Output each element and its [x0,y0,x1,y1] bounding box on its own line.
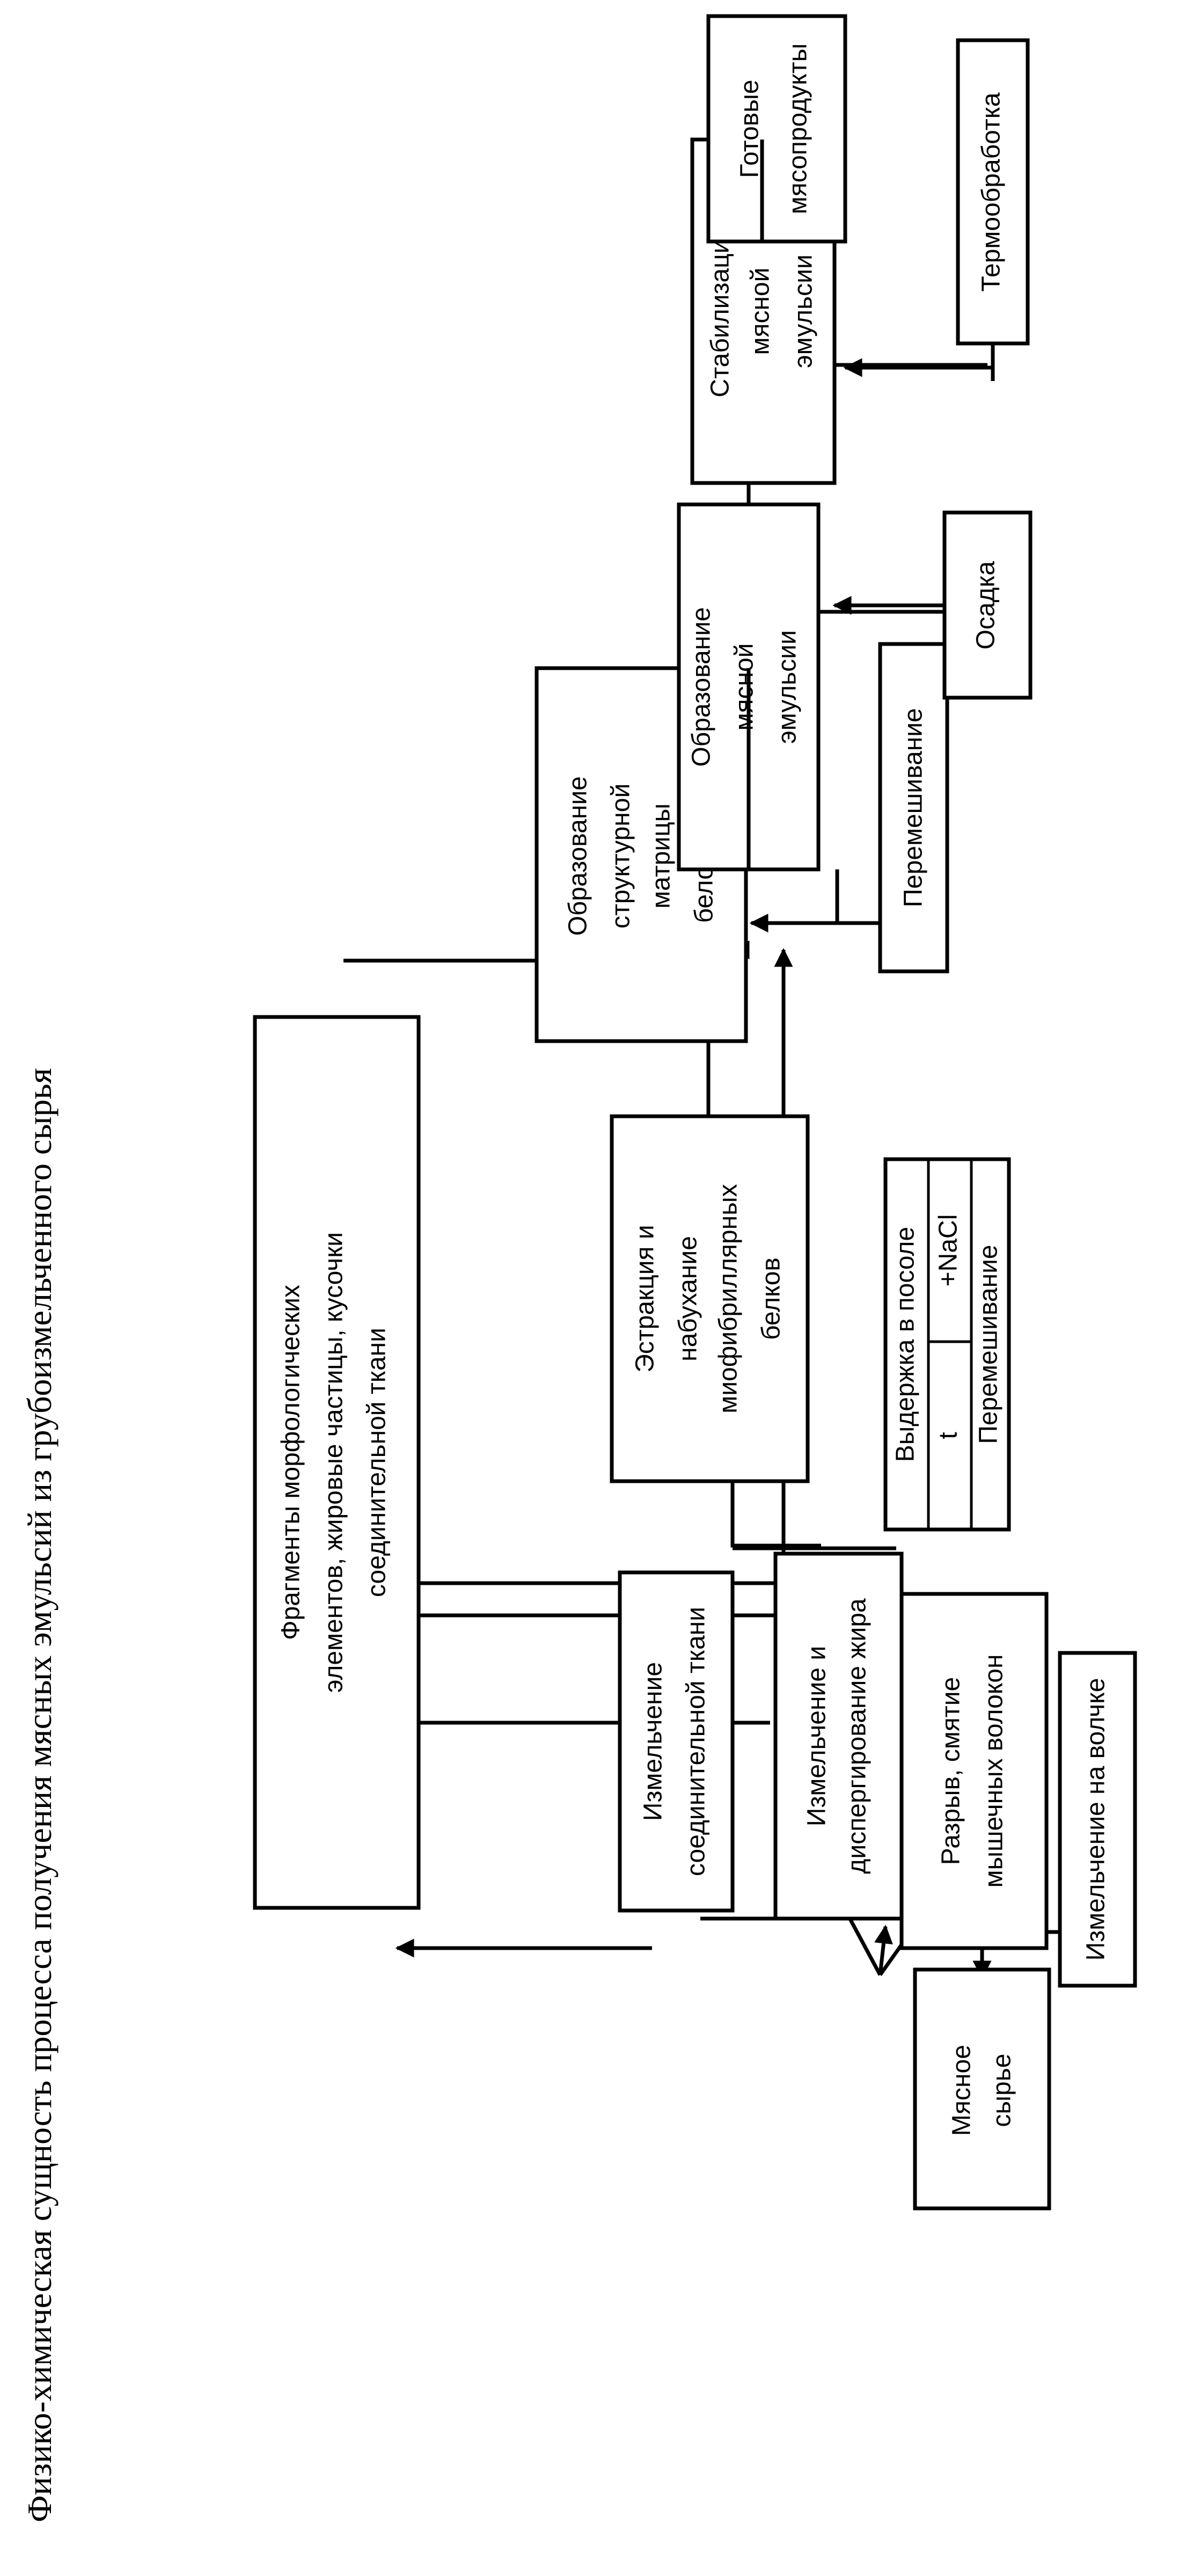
label-mixing-header: Перемешивание [975,1245,1003,1444]
label-emulsion-1: Образование [687,607,716,767]
label-fragments-3: соединительной ткани [363,1328,391,1597]
label-connective-1: Измельчение [639,1662,668,1821]
label-matrix-1: Образование [564,776,592,936]
label-fragments-1: Фрагменты морфологических [277,1285,305,1640]
label-grinding-volchok: Измельчение на волчке [1082,1678,1110,1961]
box-raw-meat: Мясное сырье [913,1967,1051,2211]
label-fiber-rupture-2: мышечных волокон [980,1654,1008,1887]
box-heat-treatment: Термообработка [956,38,1030,346]
box-finished-products: Готовые мясопродукты [706,14,847,244]
label-mixing-t: t [934,1432,963,1439]
box-mixing-table: Перемешивание t +NaCl Выдержка в посоле [883,1157,1011,1532]
label-stabilization-1: Стабилизация [706,225,735,398]
label-products-1: Готовые [736,79,764,178]
box-fat-dispersion: Измельчение и диспергирование жира [773,1552,904,1921]
label-stabilization-2: мясной [746,267,775,355]
label-products-2: мясопродукты [784,43,812,215]
arrow-raw-to-fat [874,1924,893,1975]
box-fragments: Фрагменты морфологических элементов, жир… [253,1015,421,1910]
label-extraction-3: миофибриллярных [714,1184,743,1414]
label-emulsion-3: эмульсии [773,630,802,744]
label-emulsion-2: мясной [730,643,759,730]
label-extraction-4: белков [757,1257,786,1340]
label-extraction-1: Эстракция и [631,1225,660,1372]
box-grinding-volchok: Измельчение на волчке [1058,1651,1137,1988]
label-mixing-nacl: +NaCl [934,1214,963,1287]
label-heat-treatment: Термообработка [977,92,1006,291]
box-fiber-rupture: Разрыв, смятие мышечных волокон [899,1592,1049,1950]
label-fragments-2: элементов, жировые частицы, кусочки [320,1232,348,1693]
diagram-title: Физико-химическая сущность процесса полу… [20,1068,58,2522]
label-fiber-rupture-1: Разрыв, смятие [937,1677,965,1865]
label-fat-dispersion-1: Измельчение и [803,1646,831,1826]
label-settling: Осадка [972,561,1000,649]
label-mixing2: Перемешивание [899,708,928,907]
label-raw-meat-2: сырье [988,2054,1016,2127]
label-raw-meat-1: Мясное [948,2045,976,2136]
box-connective-grinding: Измельчение соединительной ткани [618,1570,735,1913]
label-connective-2: соединительной ткани [682,1607,711,1876]
box-mixing2: Перемешивание [878,642,949,974]
label-stabilization-3: эмульсии [789,254,818,368]
box-settling: Осадка [942,510,1033,700]
connector-heat-path [848,343,995,370]
label-mixing-footer: Выдержка в посоле [891,1227,920,1462]
label-fat-dispersion-2: диспергирование жира [843,1598,872,1874]
label-extraction-2: набухание [674,1236,702,1362]
label-matrix-3: матрицы [647,803,676,909]
box-extraction: Эстракция и набухание миофибриллярных бе… [610,1114,810,1483]
label-matrix-2: структурной [607,784,635,928]
